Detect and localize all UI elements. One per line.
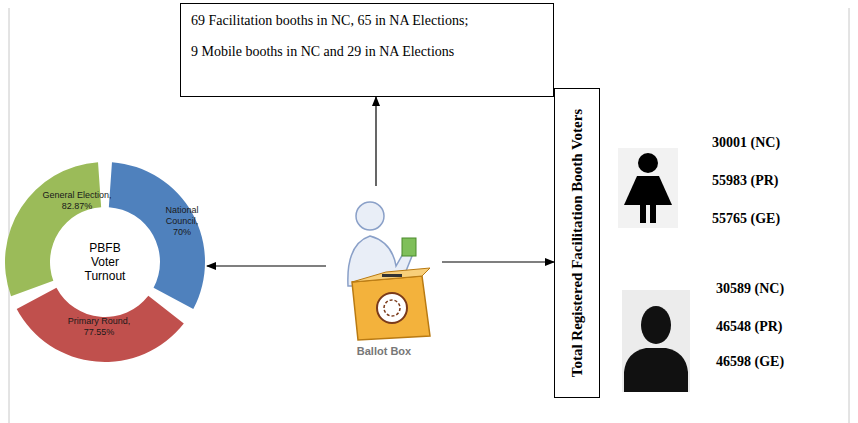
info-box: 69 Facilitation booths in NC, 65 in NA E… xyxy=(180,3,554,97)
donut-segment xyxy=(17,288,184,362)
node-text: 69 Facilitation booths in NC, 65 in NA E… xyxy=(191,12,543,29)
vertical-label-box: Total Registered Facilitation Booth Vote… xyxy=(554,88,600,398)
count-label: 30001 (NC) xyxy=(712,135,822,151)
count-label: 30589 (NC) xyxy=(716,281,826,297)
node-text: PBFB Voter Turnout xyxy=(75,232,135,292)
count-label: 46548 (PR) xyxy=(716,319,826,335)
segment-label: National Council, 70% xyxy=(156,205,208,238)
segment-label: General Election, 82.87% xyxy=(40,190,114,212)
count-label: 55765 (GE) xyxy=(712,211,822,227)
arrow-connector xyxy=(375,97,376,186)
page-frame xyxy=(849,8,850,423)
node-text: Ballot Box xyxy=(326,344,442,358)
node-text: 9 Mobile booths in NC and 29 in NA Elect… xyxy=(191,43,543,60)
ballot-illustration xyxy=(326,186,442,342)
page-frame xyxy=(9,8,10,423)
arrow-connector xyxy=(207,265,326,266)
node-text: Total Registered Facilitation Booth Vote… xyxy=(569,95,586,391)
male-icon xyxy=(622,290,690,392)
ballot-box-figure: Ballot Box xyxy=(326,186,442,362)
female-icon xyxy=(618,148,678,228)
count-label: 55983 (PR) xyxy=(712,173,822,189)
segment-label: Primary Round, 77.55% xyxy=(62,316,136,338)
count-label: 46598 (GE) xyxy=(716,354,826,370)
arrow-connector xyxy=(442,261,554,262)
